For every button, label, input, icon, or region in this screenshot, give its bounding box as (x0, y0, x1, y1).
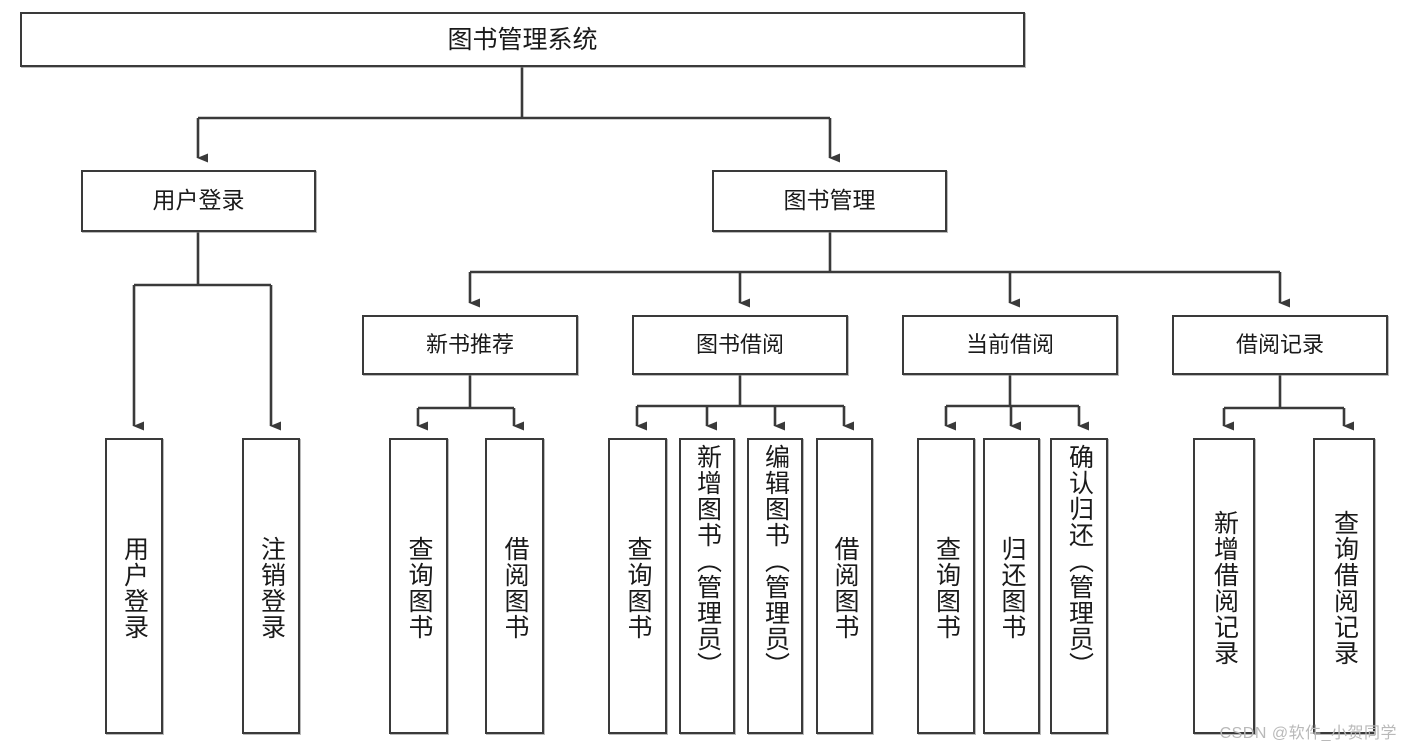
node-new-book-recommend[interactable]: 新书推荐 (362, 315, 578, 375)
node-borrow-history[interactable]: 借阅记录 (1172, 315, 1388, 375)
leaf-query-book-rec[interactable]: 查询图书 (389, 438, 448, 734)
node-label: 图书借阅 (695, 331, 784, 357)
node-label: 新增图书（管理员） (693, 444, 722, 678)
leaf-add-borrow-record[interactable]: 新增借阅记录 (1193, 438, 1255, 734)
node-label: 查询借阅记录 (1330, 510, 1359, 666)
node-label: 查询图书 (932, 536, 961, 640)
node-book-management[interactable]: 图书管理 (712, 170, 947, 232)
leaf-query-book-borrow[interactable]: 查询图书 (608, 438, 667, 734)
leaf-edit-book-admin[interactable]: 编辑图书（管理员） (747, 438, 803, 734)
leaf-logout[interactable]: 注销登录 (242, 438, 300, 734)
node-root-system[interactable]: 图书管理系统 (20, 12, 1025, 67)
node-label: 确认归还（管理员） (1065, 444, 1094, 678)
node-label: 新书推荐 (425, 331, 514, 357)
node-label: 新增借阅记录 (1210, 510, 1239, 666)
csdn-watermark: CSDN @软件_小贺同学 (1219, 725, 1397, 742)
leaf-borrow-book[interactable]: 借阅图书 (816, 438, 873, 734)
node-label: 借阅图书 (501, 536, 529, 640)
node-label: 查询图书 (405, 536, 433, 640)
node-label: 借阅图书 (831, 536, 859, 640)
leaf-query-book-current[interactable]: 查询图书 (917, 438, 975, 734)
node-label: 编辑图书（管理员） (761, 444, 790, 678)
node-label: 图书管理系统 (447, 25, 598, 54)
node-label: 借阅记录 (1235, 331, 1324, 357)
node-label: 图书管理 (783, 187, 876, 214)
leaf-return-book[interactable]: 归还图书 (983, 438, 1040, 734)
node-label: 用户登录 (152, 187, 245, 214)
leaf-query-borrow-record[interactable]: 查询借阅记录 (1313, 438, 1375, 734)
node-label: 用户登录 (120, 536, 149, 640)
node-book-borrow[interactable]: 图书借阅 (632, 315, 848, 375)
leaf-borrow-book-rec[interactable]: 借阅图书 (485, 438, 544, 734)
leaf-add-book-admin[interactable]: 新增图书（管理员） (679, 438, 735, 734)
leaf-confirm-return-admin[interactable]: 确认归还（管理员） (1050, 438, 1108, 734)
leaf-user-login[interactable]: 用户登录 (105, 438, 163, 734)
node-label: 当前借阅 (965, 331, 1054, 357)
node-label: 查询图书 (624, 536, 652, 640)
node-label: 注销登录 (257, 536, 286, 640)
node-current-borrow[interactable]: 当前借阅 (902, 315, 1118, 375)
node-label: 归还图书 (998, 536, 1026, 640)
node-user-login[interactable]: 用户登录 (81, 170, 316, 232)
